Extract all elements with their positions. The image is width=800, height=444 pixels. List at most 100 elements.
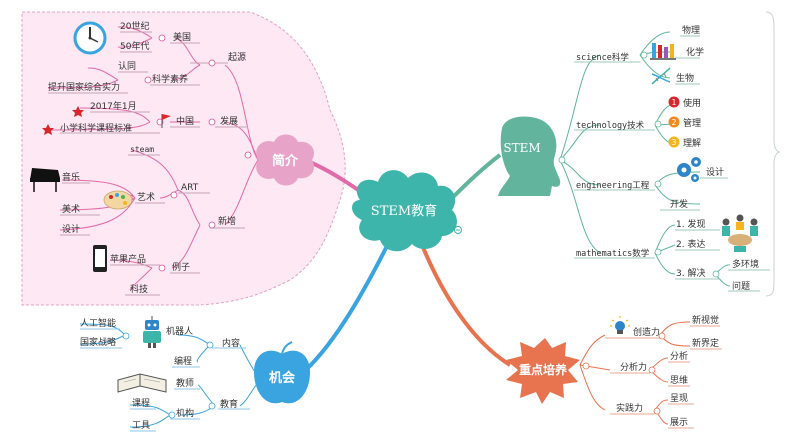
national-strategy-label: 国家战略	[80, 336, 116, 348]
meeting-icon	[722, 214, 758, 252]
display-label: 展示	[670, 417, 688, 428]
flask-icon	[650, 43, 676, 60]
development-label: 发展	[220, 115, 238, 127]
physics-label: 物理	[682, 24, 700, 36]
practice-label: 实践力	[616, 402, 643, 414]
express-label: 2. 表达	[676, 238, 705, 250]
develop-label: 开发	[670, 198, 688, 210]
multi-env-label: 多环境	[732, 258, 759, 270]
biology-label: 生物	[676, 72, 694, 84]
apple-product-label: 苹果产品	[110, 253, 146, 265]
institution-label: 机构	[176, 407, 194, 419]
example-label: 例子	[172, 261, 190, 273]
steam-label: steam	[130, 145, 154, 154]
svg-text:2: 2	[672, 118, 677, 127]
stem-labels: science科学 物理 化学 生物 technology技术 engineer…	[576, 24, 759, 292]
phone-icon	[93, 245, 107, 272]
present-label: 呈现	[670, 393, 688, 404]
clock-icon	[73, 21, 107, 55]
intro-node[interactable]: 简介	[256, 134, 315, 186]
technology-label: technology技术	[576, 120, 645, 131]
piano-icon	[30, 168, 60, 192]
focus-labels: 创造力 新视觉 新界定 分析力 分析 思维 实践力 呈现 展示	[616, 314, 719, 428]
analysis-label: 分析力	[620, 361, 647, 373]
intro-labels: 起源 美国 20世纪 50年代 科学素养 认同 提升国家综合实力 发展 中国 2…	[48, 20, 246, 295]
chemistry-label: 化学	[686, 46, 704, 58]
star-icon	[72, 106, 84, 117]
dna-icon	[651, 67, 671, 85]
solve-label: 3. 解决	[676, 267, 705, 279]
stem-underlines	[574, 35, 770, 292]
creativity-label: 创造力	[633, 326, 660, 338]
china-label: 中国	[176, 115, 194, 127]
svg-text:1: 1	[672, 98, 677, 107]
music-label: 音乐	[62, 171, 80, 183]
focus-underlines	[605, 325, 722, 429]
center-label: STEM教育	[371, 203, 437, 219]
century-label: 20世纪	[120, 20, 149, 32]
focus-collapse-markers[interactable]	[648, 332, 666, 415]
new-definition-label: 新界定	[692, 337, 719, 349]
intro-label: 简介	[272, 153, 299, 169]
analyze-label: 分析	[670, 350, 688, 362]
design-label: 设计	[62, 223, 80, 235]
opportunity-node[interactable]: 机会	[254, 341, 310, 404]
flag-icon	[161, 114, 171, 128]
opportunity-collapse-markers[interactable]	[122, 332, 216, 419]
gears-icon	[677, 157, 701, 182]
palette-icon	[103, 190, 133, 210]
education-label: 教育	[220, 398, 238, 410]
opportunity-labels: 内容 机器人 人工智能 国家战略 编程 教育 教师 机构 课程 工具	[80, 317, 240, 431]
engineering-label: engineering工程	[576, 181, 650, 191]
svg-text:3: 3	[672, 138, 677, 147]
understand-label: 理解	[683, 137, 701, 149]
stem-label: STEM	[503, 141, 540, 155]
teacher-label: 教师	[176, 377, 194, 389]
star-icon	[42, 124, 54, 135]
robot-icon	[143, 316, 161, 348]
opportunity-underlines	[80, 328, 250, 432]
tools-label: 工具	[132, 420, 150, 431]
date-label: 2017年1月	[90, 100, 137, 112]
tech-item-2: 2 管理	[668, 116, 701, 129]
discover-label: 1. 发现	[676, 218, 705, 230]
design2-label: 设计	[706, 166, 724, 178]
tech-item-1: 1 使用	[668, 96, 701, 109]
content-label: 内容	[222, 337, 240, 349]
lightbulb-icon	[610, 316, 630, 334]
thinking-label: 思维	[670, 374, 688, 386]
tech-label: 科技	[130, 283, 148, 295]
additions-label: 新增	[218, 215, 236, 227]
science-label: science科学	[576, 52, 629, 63]
manage-label: 管理	[683, 117, 701, 129]
course-label: 课程	[132, 398, 150, 409]
stem-node[interactable]: STEM	[498, 116, 566, 196]
origin-label: 起源	[228, 52, 246, 63]
stem-collapse-markers[interactable]	[640, 51, 720, 278]
math-label: mathematics数学	[576, 248, 650, 259]
intro-underlines	[48, 31, 248, 296]
focus-label: 重点培养	[519, 362, 567, 377]
stem-bracket	[765, 11, 781, 297]
arts-label: 艺术	[137, 191, 155, 203]
focus-node[interactable]: 重点培养	[506, 338, 590, 404]
programming-label: 编程	[174, 355, 192, 367]
new-vision-label: 新视觉	[692, 314, 719, 326]
literacy-label: 科学素养	[152, 73, 188, 85]
book-icon	[117, 373, 167, 393]
fine-arts-label: 美术	[62, 203, 80, 215]
problem-label: 问题	[732, 280, 750, 292]
art-label: ART	[181, 183, 199, 193]
usa-label: 美国	[173, 31, 191, 43]
fifties-label: 50年代	[120, 40, 149, 52]
robot-label: 机器人	[166, 325, 193, 337]
recognition-label: 认同	[118, 60, 136, 72]
opportunity-label: 机会	[269, 370, 296, 386]
curriculum-label: 小学科学课程标准	[60, 122, 132, 134]
center-node[interactable]: STEM教育	[352, 170, 462, 252]
tech-item-3: 3 理解	[668, 136, 701, 149]
use-label: 使用	[683, 97, 701, 109]
national-power-label: 提升国家综合实力	[48, 81, 120, 93]
ai-label: 人工智能	[80, 317, 116, 329]
